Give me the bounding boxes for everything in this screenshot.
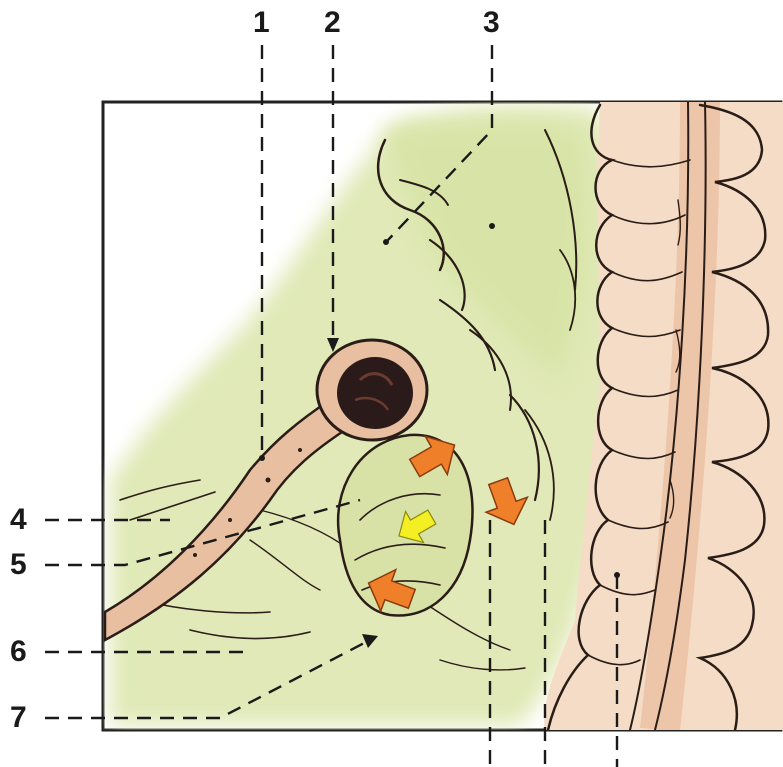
label-5: 5 <box>10 550 27 580</box>
label-7: 7 <box>10 703 27 733</box>
label-1: 1 <box>253 8 270 38</box>
label-4: 4 <box>10 505 27 535</box>
label-2: 2 <box>324 8 341 38</box>
cecal-orifice <box>317 340 427 440</box>
label-3: 3 <box>483 8 500 38</box>
label-6: 6 <box>10 637 27 667</box>
